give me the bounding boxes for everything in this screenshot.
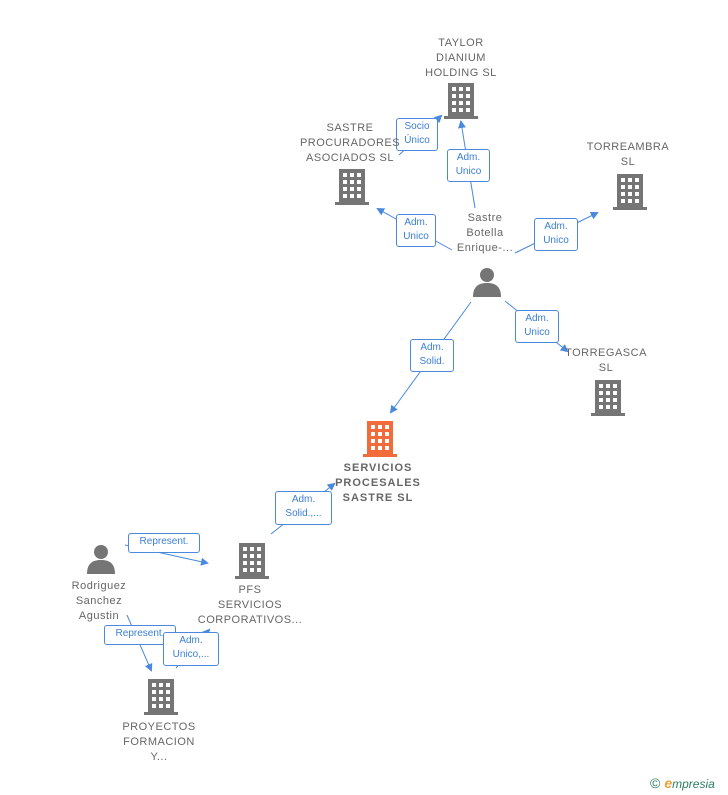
- node-label-torreambra[interactable]: TORREAMBRA SL: [586, 141, 670, 168]
- copyright-icon: ©: [650, 775, 661, 791]
- edge-label-e3[interactable]: Adm. Unico: [534, 218, 578, 251]
- brand-initial: e: [664, 775, 673, 791]
- edge-label-e10[interactable]: Socio Único: [396, 118, 438, 151]
- node-label-proyectos[interactable]: PROYECTOS FORMACION Y...: [122, 721, 196, 763]
- edge-label-e4[interactable]: Adm. Unico: [515, 310, 559, 343]
- node-label-torregasca[interactable]: TORREGASCA SL: [565, 347, 647, 374]
- node-label-sastre_person[interactable]: Sastre Botella Enrique-...: [456, 212, 514, 254]
- node-label-sastre_proc[interactable]: SASTRE PROCURADORES ASOCIADOS SL: [299, 122, 401, 164]
- edge-label-e5[interactable]: Adm. Solid.: [410, 339, 454, 372]
- node-label-rodriguez[interactable]: Rodriguez Sanchez Agustin: [71, 580, 127, 622]
- brand-name: mpresia: [672, 777, 715, 791]
- edge-label-e9[interactable]: Adm. Unico,...: [163, 632, 219, 666]
- building-icon-taylor[interactable]: [444, 83, 478, 119]
- empresia-logo: ©empresia: [650, 775, 715, 791]
- edge-label-e1[interactable]: Adm. Unico: [447, 149, 490, 182]
- person-icon-sastre_person[interactable]: [473, 268, 501, 297]
- edge-label-e6[interactable]: Adm. Solid.,...: [275, 491, 332, 525]
- building-icon-servicios[interactable]: [363, 421, 397, 457]
- building-icon-pfs[interactable]: [235, 543, 269, 579]
- building-icon-sastre_proc[interactable]: [335, 169, 369, 205]
- building-icon-torregasca[interactable]: [591, 380, 625, 416]
- node-label-servicios[interactable]: SERVICIOS PROCESALES SASTRE SL: [335, 462, 421, 504]
- node-label-taylor[interactable]: TAYLOR DIANIUM HOLDING SL: [425, 37, 497, 79]
- building-icon-proyectos[interactable]: [144, 679, 178, 715]
- node-label-pfs[interactable]: PFS SERVICIOS CORPORATIVOS...: [197, 584, 303, 626]
- edge-label-e2[interactable]: Adm. Unico: [396, 214, 436, 247]
- building-icon-torreambra[interactable]: [613, 174, 647, 210]
- person-icon-rodriguez[interactable]: [87, 545, 115, 574]
- edge-label-e7[interactable]: Represent.: [128, 533, 200, 553]
